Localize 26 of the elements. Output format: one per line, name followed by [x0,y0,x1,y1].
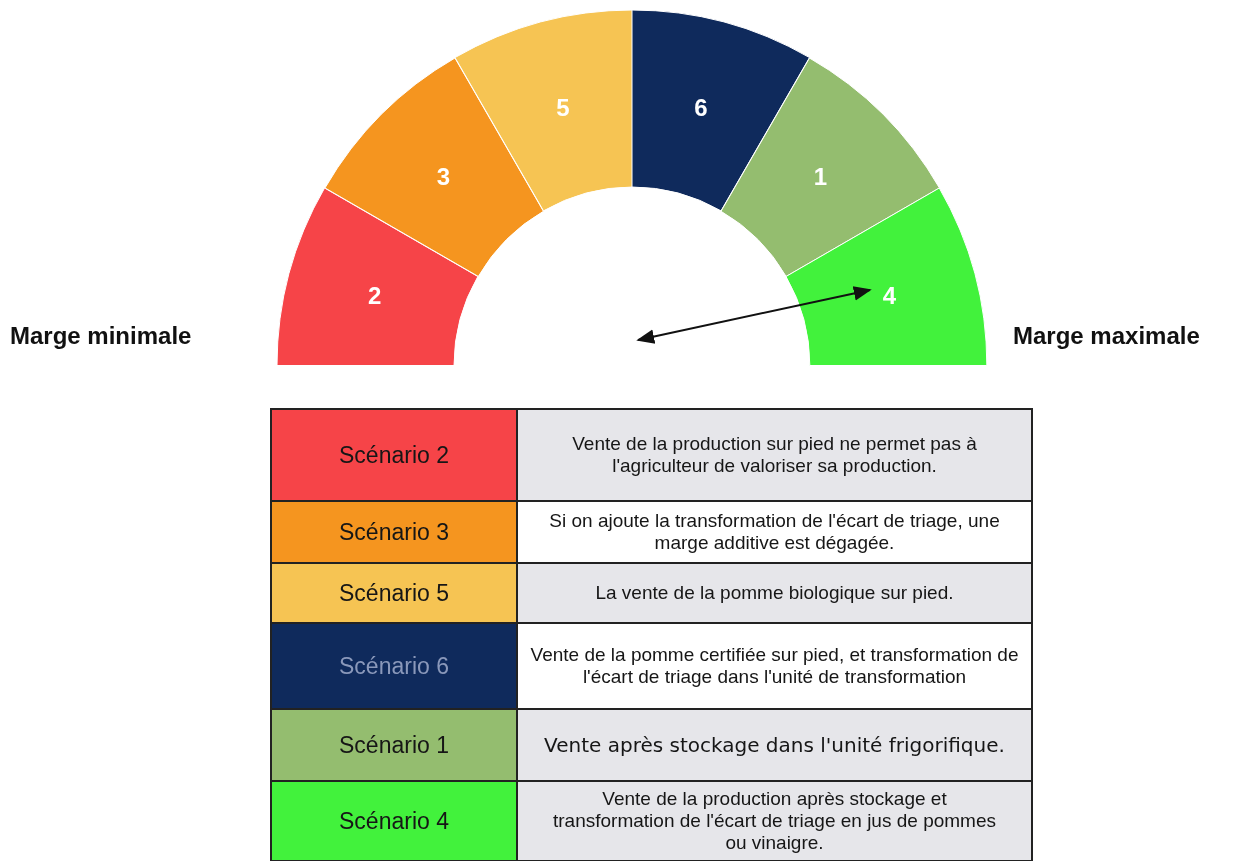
scenario-cell: Scénario 1 [272,710,518,782]
segment-number: 3 [436,164,451,189]
description-cell: Vente de la pomme certifiée sur pied, et transformation de l'écart de triage dans l'unité de transformation [518,624,1033,710]
gauge-segment [721,57,940,276]
scenario-cell: Scénario 5 [272,564,518,624]
gauge-segment [277,187,478,365]
scenario-cell: Scénario 3 [272,502,518,564]
description-cell: La vente de la pomme biologique sur pied. [518,564,1033,624]
description-cell: Vente de la production sur pied ne permet pas à l'agriculteur de valoriser sa production. [518,410,1033,502]
segment-number: 5 [556,95,570,120]
description-cell: Si on ajoute la transformation de l'écart de triage, une marge additive est dégagée. [518,502,1033,564]
segment-number: 4 [882,284,897,308]
gauge-segment [324,57,543,276]
segment-number: 6 [694,95,708,120]
gauge-segment [454,10,632,211]
scenario-cell: Scénario 2 [272,410,518,502]
gauge-segment [632,10,810,211]
segment-number: 2 [367,284,382,308]
description-cell: Vente après stockage dans l'unité frigorifique. [518,710,1033,782]
axis-label: Marge maximale [1013,322,1200,350]
gauge-segment [786,187,987,365]
segment-number: 1 [813,164,828,189]
scenario-cell: Scénario 4 [272,782,518,861]
scenario-cell: Scénario 6 [272,624,518,710]
description-cell: Vente de la production après stockage et transformation de l'écart de triage en jus de pommes ou vinaigre. [518,782,1033,861]
axis-label: Marge minimale [10,322,192,350]
